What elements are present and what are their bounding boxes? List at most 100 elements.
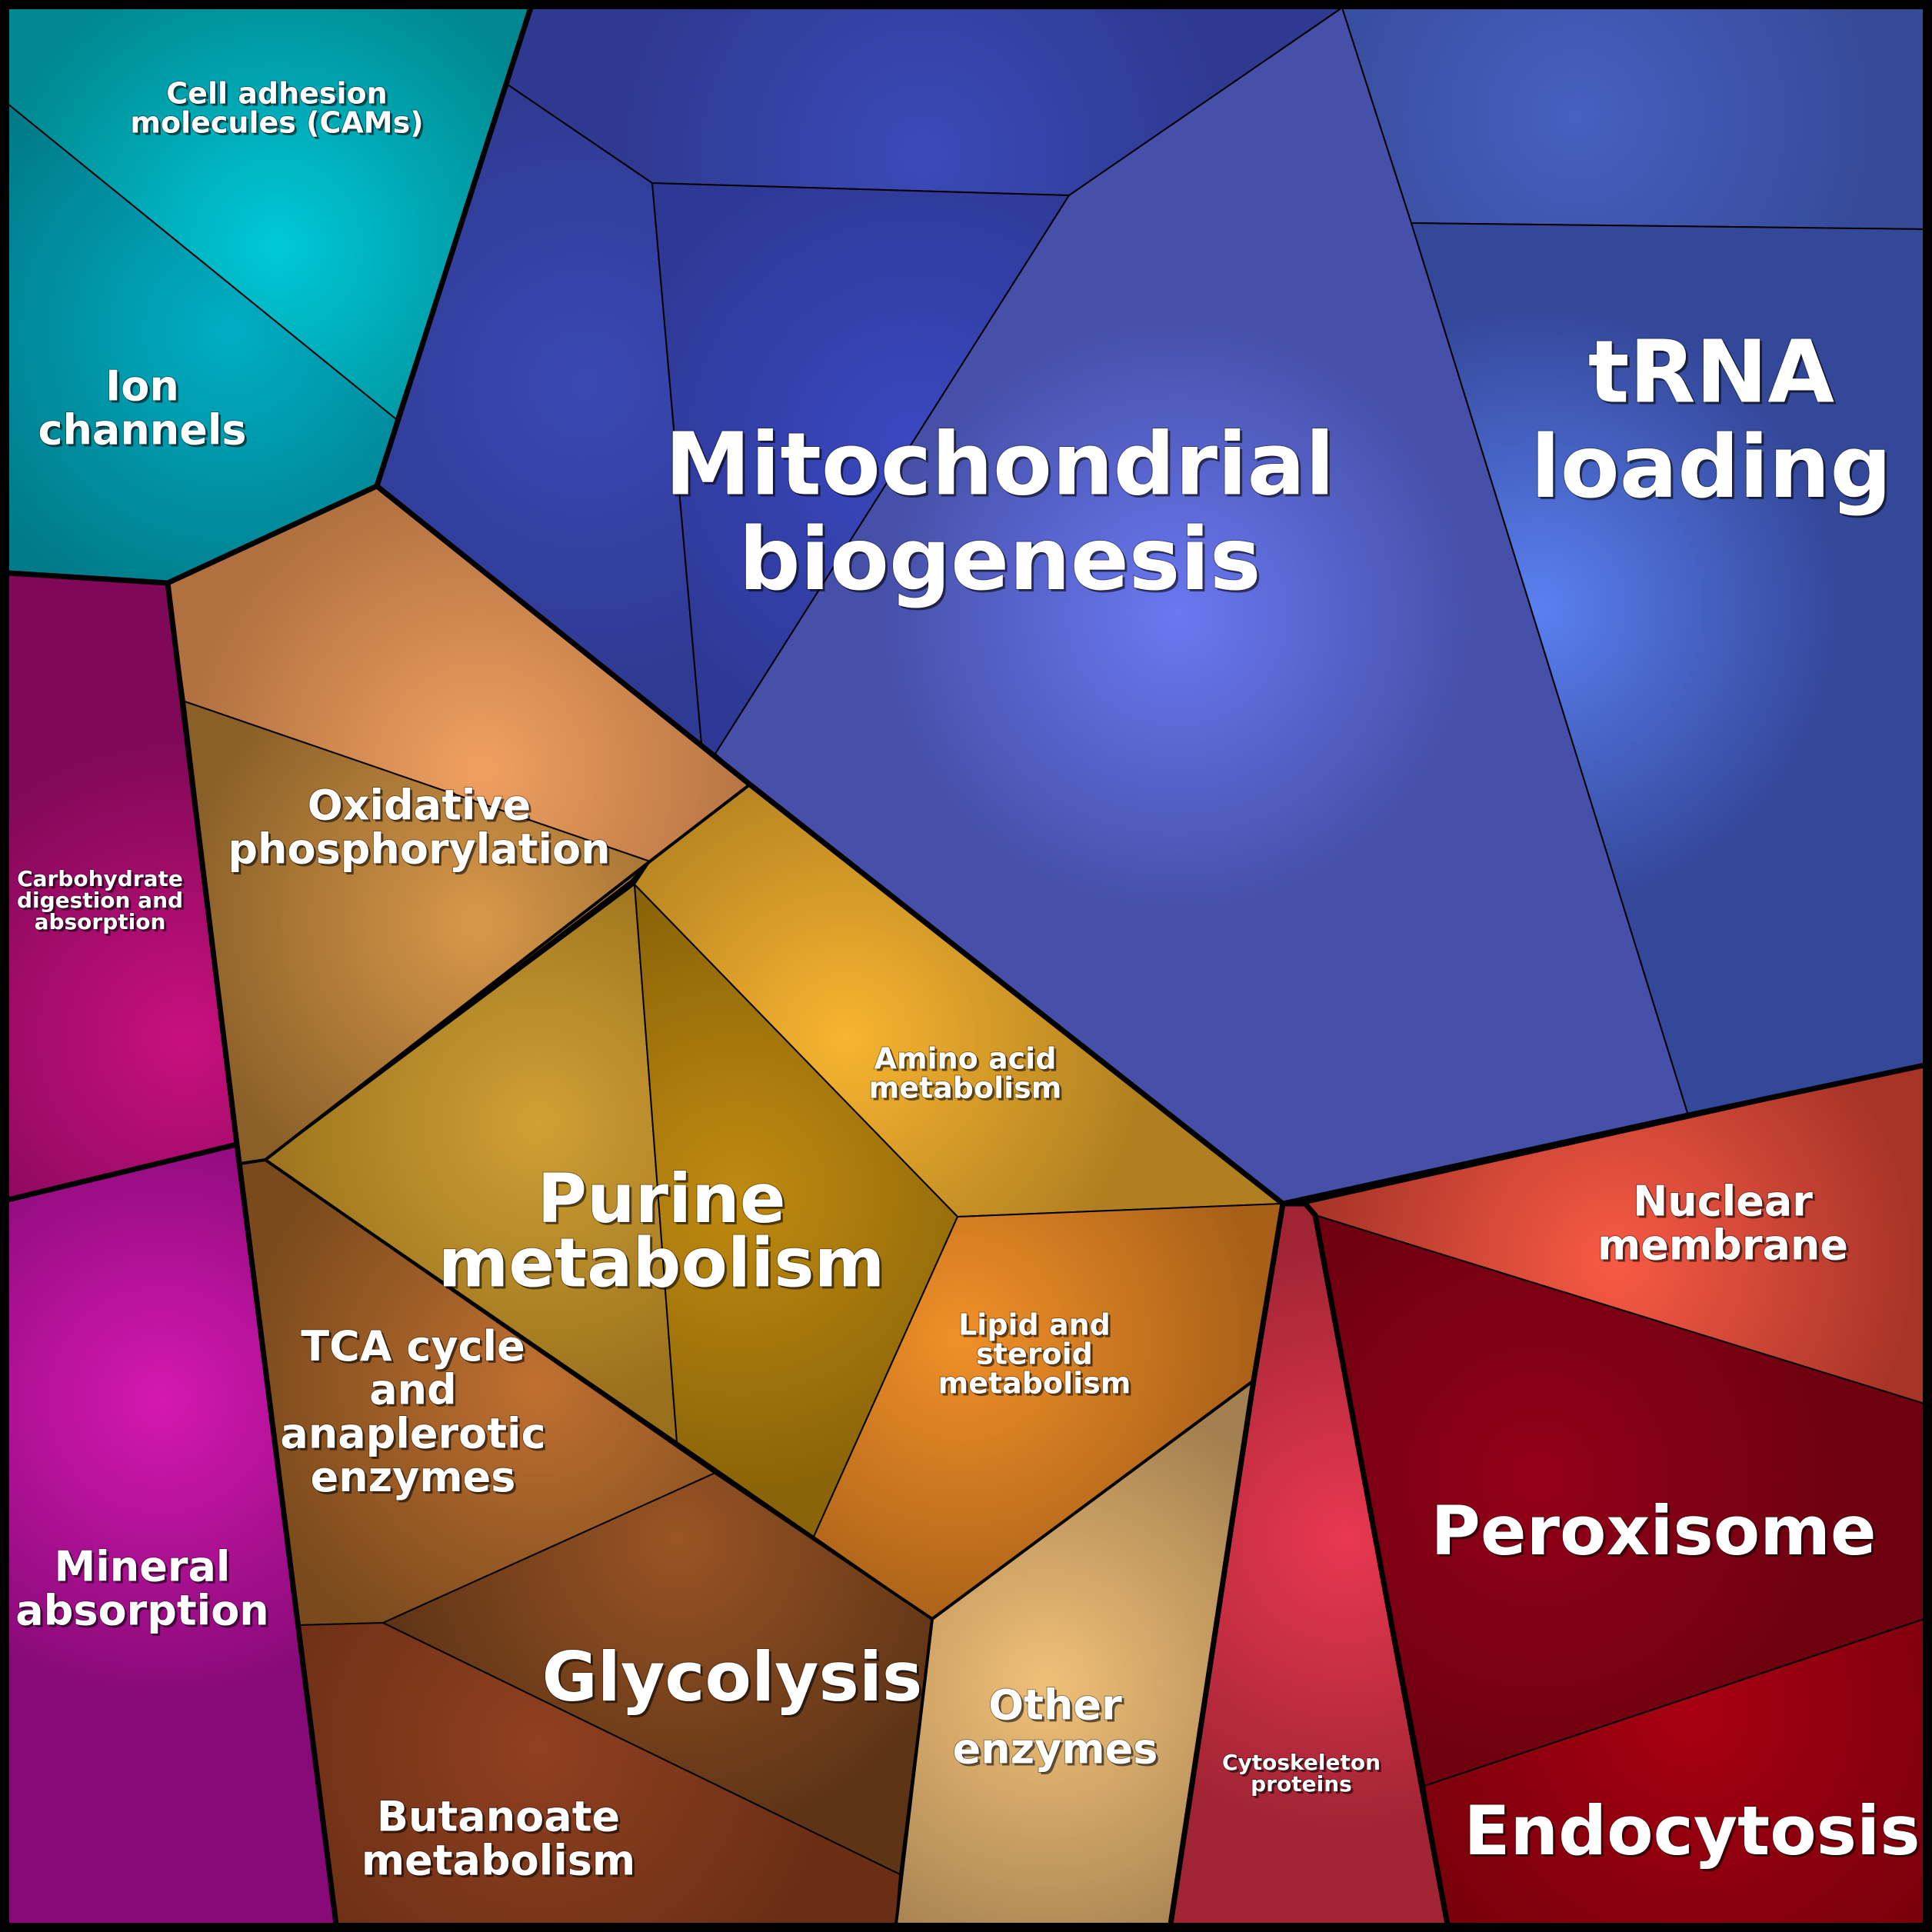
label-shadow: channels (40, 408, 248, 456)
label-line: Lipid and (958, 1307, 1111, 1341)
label-mitochondrial-biogenesis: MitochondrialMitochondrialbiogenesisbiog… (665, 415, 1337, 612)
label-line: Peroxisome (1431, 1491, 1876, 1571)
label-line: anaplerotic (280, 1409, 545, 1457)
group-border (7, 6, 534, 586)
label-shadow: molecules (CAMs) (132, 108, 425, 142)
group-border (7, 1141, 238, 1203)
label-line: absorption (15, 1586, 268, 1634)
label-shadow: absorption (18, 1588, 271, 1637)
label-line: and (369, 1366, 457, 1414)
label-line: Mitochondrial (665, 415, 1335, 515)
label-line: Cytoskeleton (1222, 1750, 1381, 1775)
label-line: Ion (105, 362, 179, 411)
label-line: biogenesis (738, 510, 1261, 610)
label-shadow: phosphorylation (230, 827, 612, 875)
label-shadow: Oxidative (310, 784, 534, 832)
label-shadow: Ion (108, 365, 182, 413)
label-shadow: digestion and (19, 890, 185, 915)
label-shadow: metabolism (871, 1073, 1064, 1107)
label-shadow: absorption (37, 911, 168, 937)
label-shadow: loading (1533, 420, 1894, 520)
label-line: Amino acid (874, 1041, 1057, 1075)
label-line: TCA cycle (301, 1322, 525, 1371)
label-shadow: tRNA (1591, 325, 1837, 425)
label-line: Carbohydrate (17, 866, 183, 891)
label-shadow: TCA cycle (303, 1324, 527, 1373)
label-shadow: Glycolysis (545, 1640, 925, 1719)
label-shadow: Lipid and (961, 1310, 1113, 1344)
label-line: steroid (976, 1337, 1093, 1371)
label-line: Oxidative (308, 781, 531, 830)
group-border (894, 1618, 934, 1925)
label-shadow: Cytoskeleton (1224, 1752, 1383, 1777)
label-shadow: anaplerotic (282, 1411, 548, 1460)
label-line: Purine (537, 1159, 785, 1238)
label-line: enzymes (953, 1724, 1158, 1773)
label-line: Endocytosis (1464, 1791, 1920, 1870)
label-line: Cell adhesion (166, 76, 387, 110)
label-line: proteins (1251, 1771, 1352, 1797)
label-shadow: enzymes (955, 1727, 1161, 1775)
label-shadow: metabolism (364, 1838, 638, 1887)
label-shadow: Peroxisome (1433, 1494, 1878, 1573)
label-line: Glycolysis (542, 1637, 923, 1717)
label-line: metabolism (361, 1836, 635, 1884)
label-line: Mineral (55, 1543, 231, 1591)
label-line: channels (38, 405, 246, 454)
label-line: Butanoate (377, 1793, 620, 1841)
label-shadow: Purine (539, 1161, 788, 1241)
label-shadow: membrane (1600, 1223, 1850, 1271)
label-line: Nuclear (1633, 1178, 1813, 1226)
cell-trna-top[interactable] (1341, 7, 1925, 230)
label-line: Other (988, 1681, 1122, 1730)
label-shadow: Mitochondrial (668, 418, 1337, 518)
label-shadow: Endocytosis (1466, 1794, 1922, 1873)
label-shadow: Cell adhesion (168, 78, 389, 112)
label-shadow: Butanoate (379, 1795, 622, 1844)
cells-layer (7, 7, 1925, 1925)
label-line: loading (1531, 418, 1891, 518)
label-shadow: steroid (978, 1339, 1095, 1373)
label-line: metabolism (869, 1071, 1062, 1104)
group-border (239, 1158, 266, 1165)
label-line: digestion and (17, 888, 183, 913)
label-line: molecules (CAMs) (130, 105, 423, 139)
label-shadow: metabolism (441, 1226, 888, 1305)
group-border (264, 783, 1255, 1621)
label-line: absorption (35, 909, 166, 934)
label-line: membrane (1597, 1221, 1848, 1269)
label-line: enzymes (311, 1453, 516, 1501)
label-shadow: proteins (1253, 1774, 1354, 1799)
label-shadow: Mineral (57, 1545, 233, 1594)
label-shadow: metabolism (941, 1368, 1134, 1402)
label-shadow: enzymes (313, 1455, 518, 1504)
label-oxidative-phosphorylation: OxidativeOxidativephosphorylationphospho… (227, 781, 612, 876)
label-shadow: Other (991, 1684, 1124, 1732)
label-line: phosphorylation (228, 824, 610, 873)
label-shadow: Carbohydrate (19, 868, 185, 894)
label-line: metabolism (938, 1366, 1131, 1400)
label-shadow: Amino acid (877, 1044, 1059, 1078)
group-border (1283, 1201, 1451, 1925)
label-shadow: biogenesis (741, 512, 1263, 612)
